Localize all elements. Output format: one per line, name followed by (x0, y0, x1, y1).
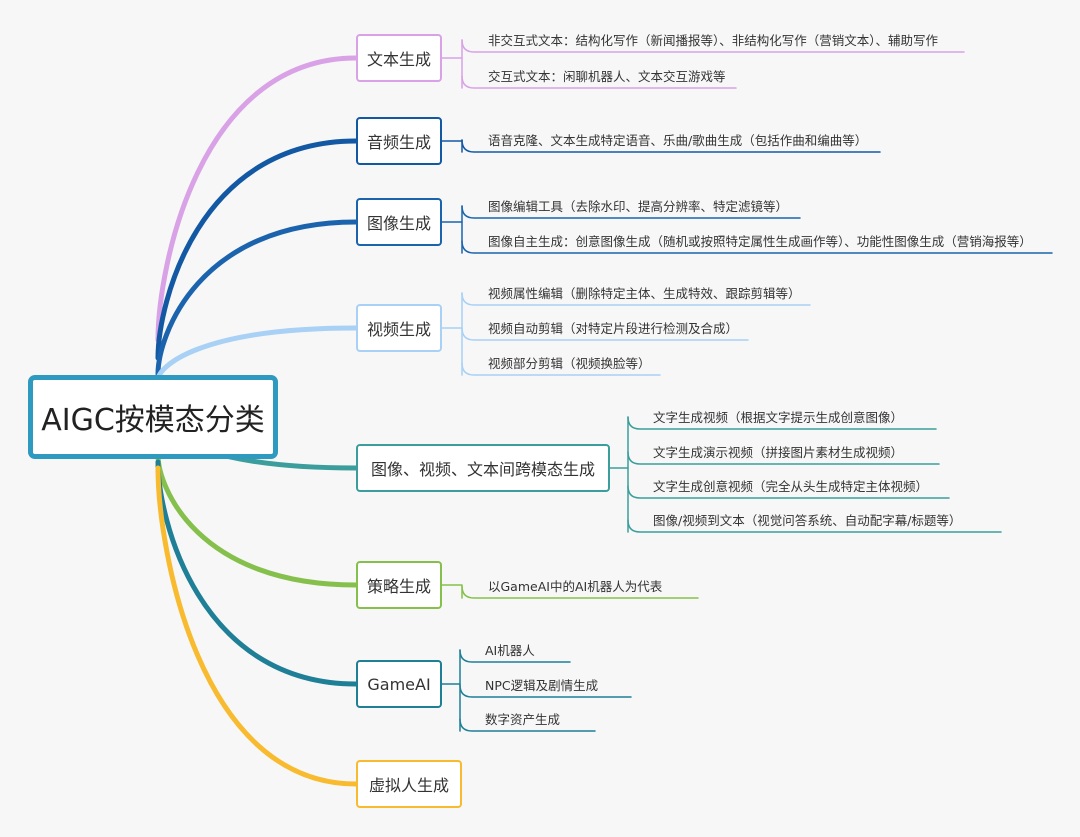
branch-node[interactable]: 视频生成 (356, 304, 442, 352)
leaf-underline (461, 205, 801, 219)
branch-connector (155, 138, 359, 361)
leaf-underline (461, 139, 881, 153)
branch-node[interactable]: 虚拟人生成 (356, 760, 462, 808)
leaf-item[interactable]: 交互式文本：闲聊机器人、文本交互游戏等 (488, 69, 726, 84)
leaf-item[interactable]: 数字资产生成 (485, 712, 561, 727)
branch-connector (155, 219, 359, 377)
leaf-underline (627, 416, 937, 430)
leaf-underline (459, 649, 571, 663)
branch-node[interactable]: 文本生成 (356, 34, 442, 82)
leaf-item[interactable]: 非交互式文本：结构化写作（新闻播报等）、非结构化写作（营销文本）、辅助写作 (488, 33, 939, 48)
leaf-underline (461, 292, 811, 306)
branch-label: 图像生成 (367, 214, 432, 233)
branch-label: 视频生成 (367, 320, 432, 339)
leaf-underline (627, 519, 1002, 533)
branch-label: 策略生成 (367, 577, 432, 596)
leaf-item[interactable]: 视频部分剪辑（视频换脸等） (488, 356, 651, 371)
branch-node[interactable]: GameAI (356, 660, 442, 708)
leaf-underline (461, 240, 1053, 254)
leaf-item[interactable]: 文字生成视频（根据文字提示生成创意图像） (653, 410, 904, 425)
branch-connector (155, 465, 359, 787)
branch-connector (155, 452, 359, 588)
leaf-item[interactable]: 语音克隆、文本生成特定语音、乐曲/歌曲生成（包括作曲和编曲等） (488, 133, 868, 148)
leaf-item[interactable]: 图像/视频到文本（视觉问答系统、自动配字幕/标题等） (653, 513, 962, 528)
leaf-item[interactable]: 图像自主生成：创意图像生成（随机或按照特定属性生成画作等）、功能性图像生成（营销… (488, 234, 1032, 249)
branch-label: GameAI (367, 674, 431, 694)
branch-connector (155, 55, 359, 343)
leaf-underline (461, 39, 965, 53)
root-label: AIGC按模态分类 (41, 403, 265, 438)
root-node[interactable]: AIGC按模态分类 (28, 375, 278, 459)
leaf-item[interactable]: 文字生成演示视频（拼接图片素材生成视频） (653, 445, 904, 460)
leaf-underline (459, 718, 596, 732)
leaf-underline (627, 451, 940, 465)
leaf-item[interactable]: 图像编辑工具（去除水印、提高分辨率、特定滤镜等） (488, 199, 789, 214)
branch-node[interactable]: 图像、视频、文本间跨模态生成 (356, 444, 610, 492)
leaf-underline (459, 684, 632, 698)
leaf-item[interactable]: 视频属性编辑（删除特定主体、生成特效、跟踪剪辑等） (488, 286, 801, 301)
leaf-item[interactable]: 以GameAI中的AI机器人为代表 (488, 579, 663, 594)
leaf-underline (461, 585, 699, 599)
branch-label: 音频生成 (367, 133, 432, 152)
branch-node[interactable]: 图像生成 (356, 198, 442, 246)
branch-connector (155, 459, 359, 687)
branch-label: 虚拟人生成 (368, 776, 449, 795)
leaf-item[interactable]: 文字生成创意视频（完全从头生成特定主体视频） (653, 479, 929, 494)
branch-label: 文本生成 (367, 50, 432, 69)
leaf-underline (461, 327, 749, 341)
leaf-item[interactable]: AI机器人 (485, 643, 535, 658)
leaf-underline (461, 75, 737, 89)
branch-node[interactable]: 策略生成 (356, 561, 442, 609)
branch-label: 图像、视频、文本间跨模态生成 (370, 460, 595, 479)
leaf-underline (627, 485, 950, 499)
leaf-underline (461, 362, 661, 376)
leaf-item[interactable]: 视频自动剪辑（对特定片段进行检测及合成） (488, 321, 739, 336)
branch-connector (155, 325, 359, 383)
leaf-item[interactable]: NPC逻辑及剧情生成 (485, 678, 599, 693)
branch-node[interactable]: 音频生成 (356, 117, 442, 165)
